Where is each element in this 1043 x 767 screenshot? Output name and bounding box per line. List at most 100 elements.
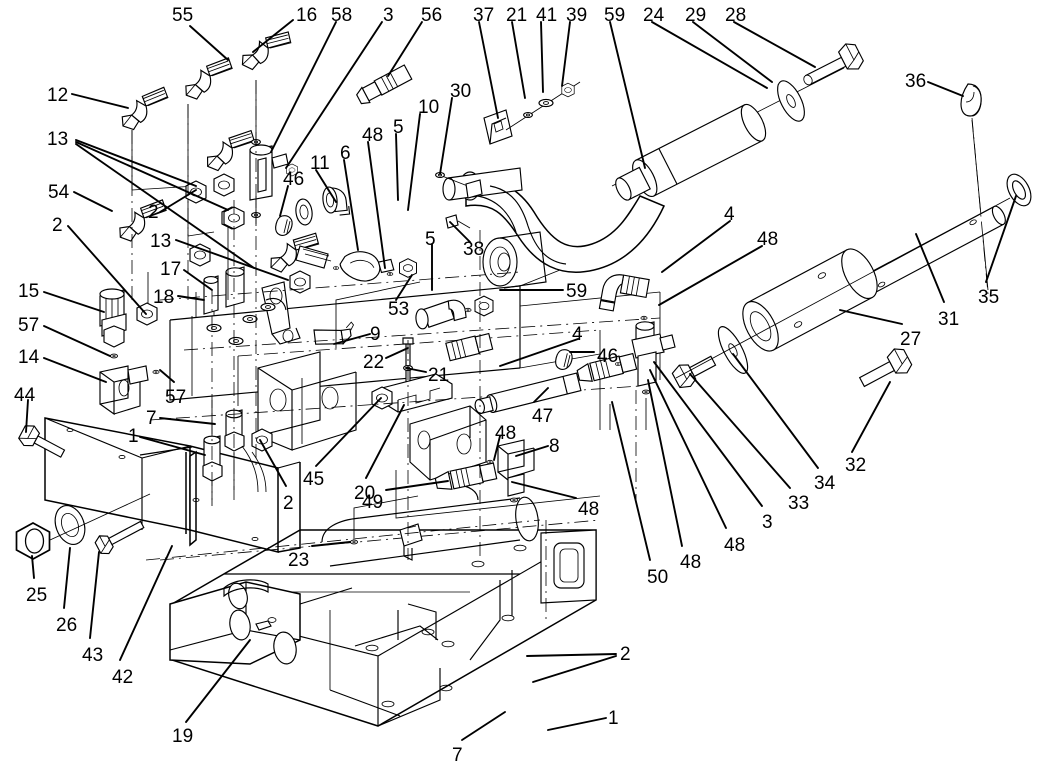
callout-number-23[interactable]: 23 bbox=[288, 550, 310, 571]
callout-number-34[interactable]: 34 bbox=[814, 473, 836, 494]
callout-number-29[interactable]: 29 bbox=[685, 5, 707, 26]
callout-number-7[interactable]: 7 bbox=[146, 408, 157, 429]
right-pin-and-bushing bbox=[671, 83, 1032, 389]
callout-number-46[interactable]: 46 bbox=[597, 346, 619, 367]
leader-line bbox=[119, 545, 173, 661]
callout-number-16[interactable]: 16 bbox=[296, 5, 318, 26]
callout-number-15[interactable]: 15 bbox=[18, 281, 40, 302]
leader-line bbox=[661, 220, 731, 273]
callout-number-19[interactable]: 19 bbox=[172, 726, 194, 747]
callout-number-56[interactable]: 56 bbox=[421, 5, 443, 26]
callout-number-44[interactable]: 44 bbox=[14, 385, 36, 406]
callout-number-9[interactable]: 9 bbox=[370, 324, 381, 345]
callout-number-25[interactable]: 25 bbox=[26, 585, 48, 606]
callout-number-48[interactable]: 48 bbox=[578, 499, 600, 520]
callout-number-42[interactable]: 42 bbox=[112, 667, 134, 688]
callout-number-57[interactable]: 57 bbox=[18, 315, 40, 336]
callout-number-57[interactable]: 57 bbox=[165, 387, 187, 408]
callout-number-5[interactable]: 5 bbox=[393, 117, 404, 138]
callout-number-4[interactable]: 4 bbox=[724, 204, 735, 225]
callout-number-38[interactable]: 38 bbox=[463, 239, 485, 260]
callout-number-27[interactable]: 27 bbox=[900, 329, 922, 350]
leader-line bbox=[75, 139, 197, 187]
leader-line bbox=[252, 19, 294, 53]
callout-number-5[interactable]: 5 bbox=[425, 229, 436, 250]
leader-line bbox=[540, 21, 544, 93]
callout-number-28[interactable]: 28 bbox=[725, 5, 747, 26]
leader-line bbox=[315, 169, 337, 203]
leader-line bbox=[532, 655, 617, 683]
callout-number-24[interactable]: 24 bbox=[643, 5, 665, 26]
callout-number-20[interactable]: 20 bbox=[354, 483, 376, 504]
callout-number-30[interactable]: 30 bbox=[450, 81, 472, 102]
right-hose-fitting-column bbox=[415, 274, 676, 503]
callout-number-47[interactable]: 47 bbox=[532, 406, 554, 427]
leader-line bbox=[449, 221, 471, 243]
callout-number-1[interactable]: 1 bbox=[128, 426, 139, 447]
callout-number-13[interactable]: 13 bbox=[150, 231, 172, 252]
callout-number-4[interactable]: 4 bbox=[572, 324, 583, 345]
callout-number-18[interactable]: 18 bbox=[153, 287, 175, 308]
callout-number-46[interactable]: 46 bbox=[283, 169, 305, 190]
leader-line bbox=[658, 245, 763, 306]
callout-number-21[interactable]: 21 bbox=[506, 5, 528, 26]
leader-line bbox=[395, 274, 413, 301]
callout-number-12[interactable]: 12 bbox=[47, 85, 69, 106]
callout-number-35[interactable]: 35 bbox=[978, 287, 1000, 308]
callout-number-10[interactable]: 10 bbox=[418, 97, 440, 118]
callout-number-43[interactable]: 43 bbox=[82, 645, 104, 666]
callout-number-54[interactable]: 54 bbox=[48, 182, 70, 203]
leader-line bbox=[311, 541, 351, 547]
callout-number-32[interactable]: 32 bbox=[845, 455, 867, 476]
callout-number-48[interactable]: 48 bbox=[757, 229, 779, 250]
leader-line bbox=[733, 21, 816, 68]
callout-number-45[interactable]: 45 bbox=[303, 469, 325, 490]
callout-number-48[interactable]: 48 bbox=[680, 552, 702, 573]
callout-number-41[interactable]: 41 bbox=[536, 5, 558, 26]
callout-number-39[interactable]: 39 bbox=[566, 5, 588, 26]
callout-number-58[interactable]: 58 bbox=[331, 5, 353, 26]
leader-line bbox=[73, 191, 113, 212]
callout-number-2[interactable]: 2 bbox=[52, 215, 63, 236]
callout-number-22[interactable]: 22 bbox=[363, 352, 385, 373]
callout-number-6[interactable]: 6 bbox=[340, 143, 351, 164]
callout-number-2[interactable]: 2 bbox=[148, 202, 159, 223]
callout-number-3[interactable]: 3 bbox=[383, 5, 394, 26]
callout-number-11[interactable]: 11 bbox=[310, 153, 330, 174]
leader-line bbox=[89, 551, 100, 639]
callout-number-50[interactable]: 50 bbox=[647, 567, 669, 588]
callout-number-36[interactable]: 36 bbox=[905, 71, 927, 92]
callout-number-2[interactable]: 2 bbox=[620, 644, 631, 665]
callout-number-1[interactable]: 1 bbox=[608, 708, 619, 729]
callout-number-2[interactable]: 2 bbox=[283, 493, 294, 514]
callout-number-3[interactable]: 3 bbox=[762, 512, 773, 533]
callout-number-33[interactable]: 33 bbox=[788, 493, 810, 514]
base-frame-assembly bbox=[44, 417, 597, 727]
callout-number-49[interactable]: 49 bbox=[362, 492, 384, 513]
upper-right-cylinder bbox=[611, 43, 864, 201]
leader-line bbox=[689, 373, 791, 489]
leader-line bbox=[499, 338, 579, 367]
callout-number-13[interactable]: 13 bbox=[47, 129, 69, 150]
leader-line bbox=[315, 397, 382, 467]
callout-number-59[interactable]: 59 bbox=[566, 281, 588, 302]
callout-number-59[interactable]: 59 bbox=[604, 5, 626, 26]
callout-number-26[interactable]: 26 bbox=[56, 615, 78, 636]
callout-number-21[interactable]: 21 bbox=[428, 365, 450, 386]
callout-number-53[interactable]: 53 bbox=[388, 299, 410, 320]
callout-number-17[interactable]: 17 bbox=[160, 259, 182, 280]
callout-number-48[interactable]: 48 bbox=[724, 535, 746, 556]
callout-number-31[interactable]: 31 bbox=[938, 309, 960, 330]
callout-number-7[interactable]: 7 bbox=[452, 745, 463, 766]
callout-number-8[interactable]: 8 bbox=[549, 436, 560, 457]
hose-fitting-cluster-upper-left bbox=[117, 21, 417, 326]
callout-number-55[interactable]: 55 bbox=[172, 5, 194, 26]
callout-number-37[interactable]: 37 bbox=[473, 5, 495, 26]
callout-number-48[interactable]: 48 bbox=[495, 423, 517, 444]
callout-number-14[interactable]: 14 bbox=[18, 347, 40, 368]
leader-line bbox=[189, 25, 229, 61]
callout-number-48[interactable]: 48 bbox=[362, 125, 384, 146]
lower-left-studs bbox=[149, 385, 641, 561]
leader-line bbox=[478, 21, 499, 119]
